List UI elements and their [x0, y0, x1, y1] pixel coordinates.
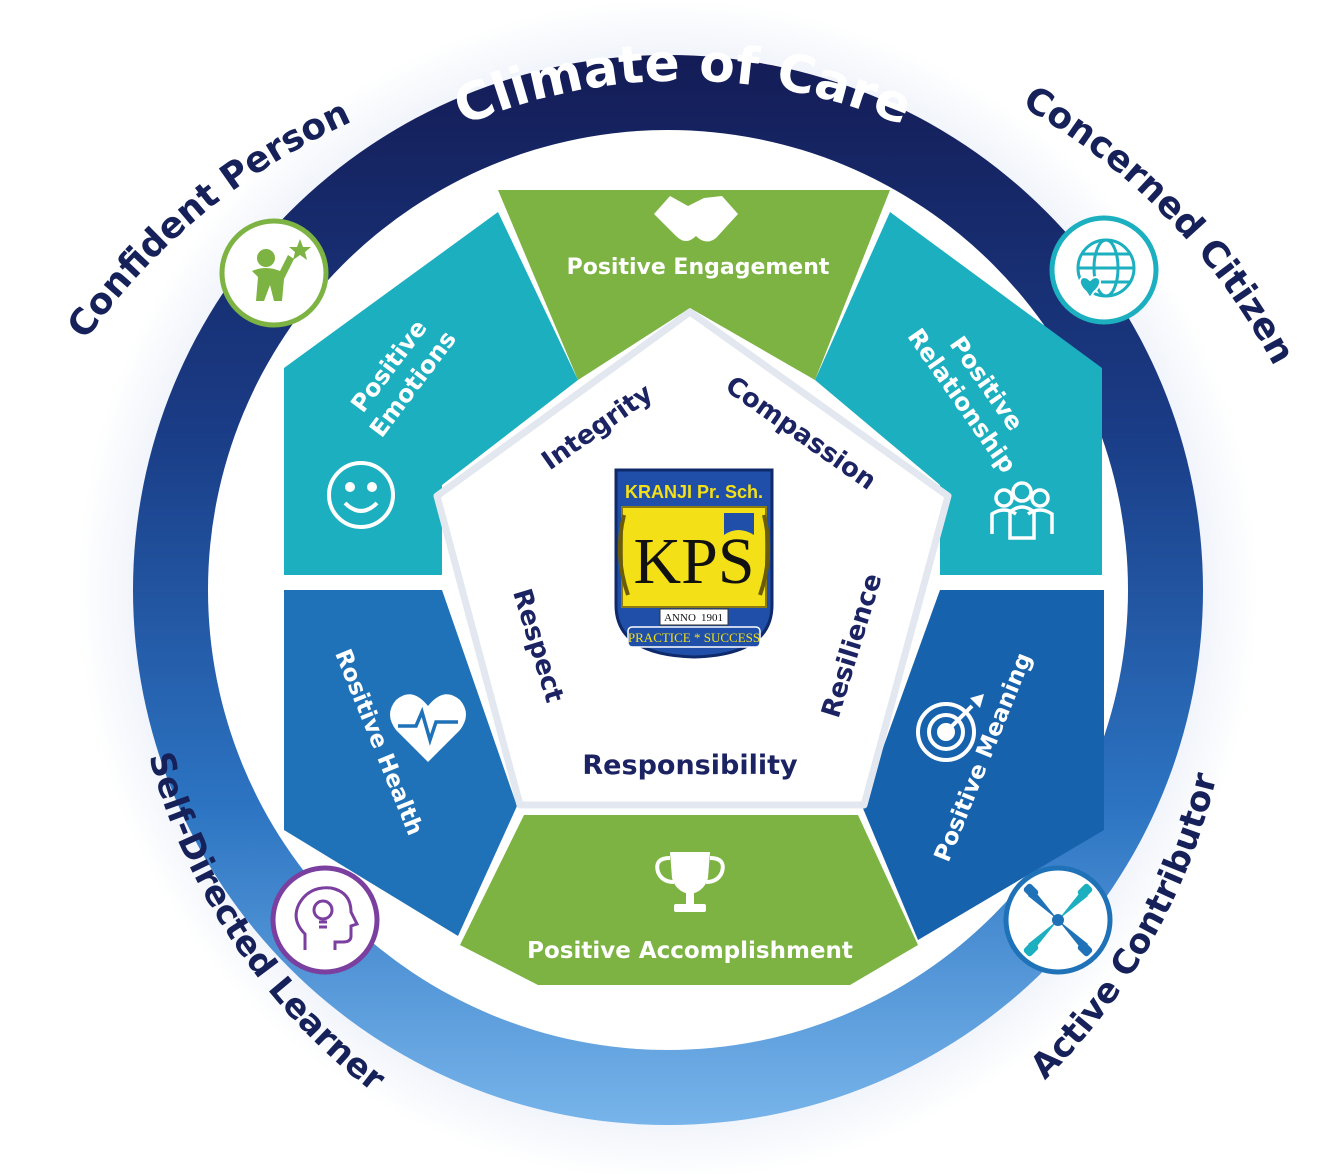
- badge-confident-person: [219, 218, 329, 328]
- handshake-icon: [654, 172, 738, 242]
- globe-heart-icon: [1076, 238, 1136, 300]
- trophy-icon: [655, 852, 725, 912]
- segment-positive-health: [284, 590, 517, 936]
- crest-year: 1901: [701, 612, 723, 624]
- badge-active-contributor: [1003, 865, 1113, 975]
- smiley-icon: [327, 461, 395, 529]
- crest-motto: PRACTICE * SUCCESS: [628, 630, 760, 645]
- people-group-icon: [990, 481, 1054, 540]
- segment-positive-emotions: [284, 212, 578, 575]
- person-star-icon: [252, 239, 311, 301]
- crest-school-name: KRANJI Pr. Sch.: [625, 482, 763, 502]
- value-responsibility: Responsibility: [582, 750, 798, 781]
- joined-hands-icon: [1023, 883, 1093, 957]
- head-lightbulb-icon: [294, 886, 360, 950]
- badge-self-directed-learner: [270, 865, 380, 975]
- badge-concerned-citizen: [1049, 215, 1159, 325]
- label-positive-accomplishment: Positive Accomplishment: [527, 938, 853, 964]
- segment-positive-engagement: [498, 190, 890, 380]
- crest-anno: ANNO: [664, 612, 696, 624]
- segment-positive-relationship: [815, 212, 1102, 575]
- segment-positive-meaning: [862, 590, 1104, 940]
- school-crest: KRANJI Pr. Sch. KPS ANNO 1901 PRACTICE *…: [614, 468, 774, 659]
- label-positive-engagement: Positive Engagement: [567, 255, 830, 280]
- crest-monogram: KPS: [633, 525, 754, 598]
- perma-segments: [284, 190, 1104, 985]
- heartbeat-icon: [390, 694, 466, 762]
- target-icon: [916, 694, 984, 762]
